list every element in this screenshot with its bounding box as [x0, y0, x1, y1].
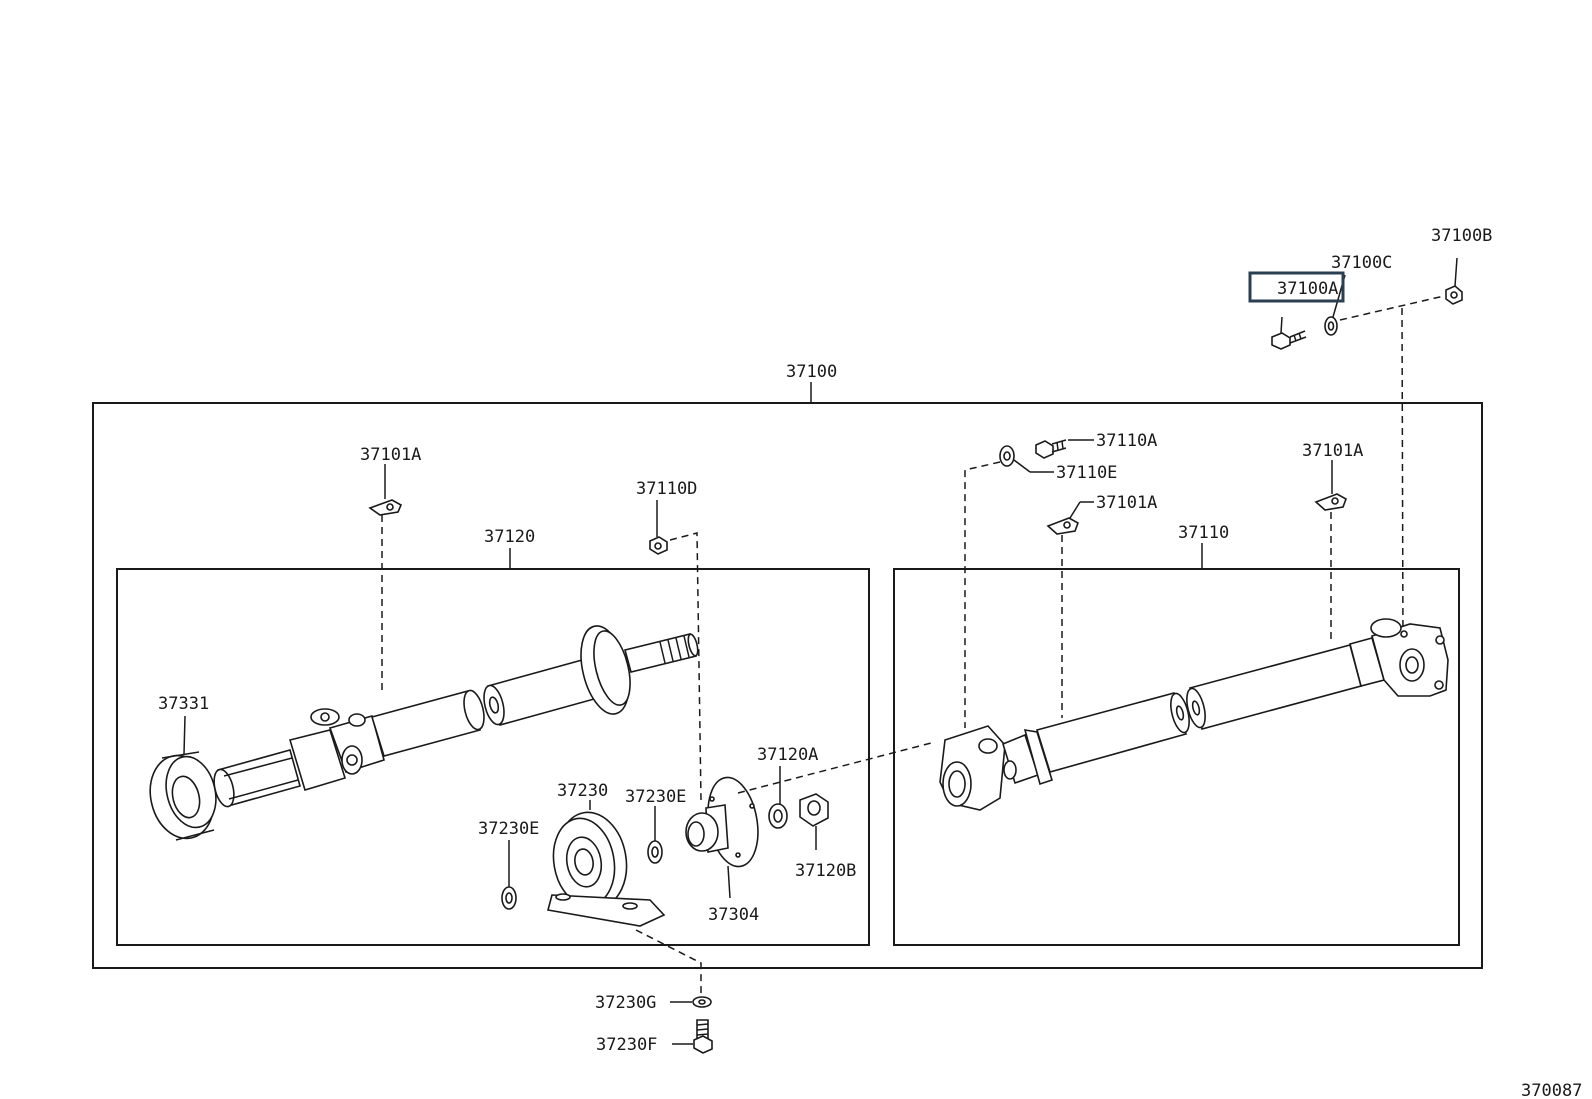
clip-37101A-center[interactable] — [1046, 501, 1094, 535]
label-37230G[interactable]: 37230G — [595, 993, 656, 1013]
label-37100C[interactable]: 37100C — [1331, 253, 1392, 273]
label-37100A[interactable]: 37100A — [1277, 279, 1338, 299]
nut-37100B[interactable] — [1445, 257, 1463, 305]
washer-37230G[interactable] — [670, 996, 712, 1008]
universal-joint-left[interactable] — [288, 708, 385, 791]
bolt-37110A[interactable] — [1035, 439, 1094, 459]
shaft-37120-stub[interactable] — [211, 749, 301, 809]
highlight-box-37100A — [1248, 271, 1345, 303]
label-37230E-left[interactable]: 37230E — [478, 819, 539, 839]
washer-37230E-mid[interactable] — [647, 806, 663, 864]
center-bearing-37230[interactable] — [547, 800, 666, 927]
clip-37101A-left[interactable] — [368, 464, 403, 516]
washer-37230E-left[interactable] — [501, 840, 517, 910]
label-37110[interactable]: 37110 — [1178, 523, 1229, 543]
bolt-37100A[interactable] — [1271, 316, 1307, 350]
clip-37101A-right[interactable] — [1314, 460, 1347, 511]
assembly-box-37100 — [92, 402, 1483, 969]
subassembly-box-37120 — [116, 568, 870, 946]
label-37100B[interactable]: 37100B — [1431, 226, 1492, 246]
shaft-37120-tube[interactable] — [370, 621, 700, 757]
nut-37120B[interactable] — [799, 793, 829, 850]
label-37100[interactable]: 37100 — [786, 362, 837, 382]
label-37120A[interactable]: 37120A — [757, 745, 818, 765]
bolt-37230F[interactable] — [672, 1019, 713, 1054]
washer-37120A[interactable] — [768, 766, 788, 829]
label-37230[interactable]: 37230 — [557, 781, 608, 801]
subassembly-box-37110 — [893, 568, 1460, 946]
label-37101A-right[interactable]: 37101A — [1302, 441, 1363, 461]
flange-yoke-37110-right[interactable] — [1370, 618, 1449, 697]
label-37120[interactable]: 37120 — [484, 527, 535, 547]
flange-37304[interactable] — [685, 774, 764, 899]
washer-37110E[interactable] — [999, 445, 1054, 473]
nut-37110D[interactable] — [649, 500, 668, 555]
label-37304[interactable]: 37304 — [708, 905, 759, 925]
label-37101A-center[interactable]: 37101A — [1096, 493, 1157, 513]
label-37110E[interactable]: 37110E — [1056, 463, 1117, 483]
label-37230F[interactable]: 37230F — [596, 1035, 657, 1055]
shaft-37110-tube[interactable] — [1035, 637, 1385, 773]
label-37110D[interactable]: 37110D — [636, 479, 697, 499]
ring-37331[interactable] — [142, 715, 223, 845]
figure-number: 370087 — [1521, 1081, 1582, 1099]
flange-yoke-37110-left[interactable] — [939, 725, 1053, 811]
label-37331[interactable]: 37331 — [158, 694, 209, 714]
label-37110A[interactable]: 37110A — [1096, 431, 1157, 451]
label-37230E-mid[interactable]: 37230E — [625, 787, 686, 807]
label-37120B[interactable]: 37120B — [795, 861, 856, 881]
label-37101A-left[interactable]: 37101A — [360, 445, 421, 465]
